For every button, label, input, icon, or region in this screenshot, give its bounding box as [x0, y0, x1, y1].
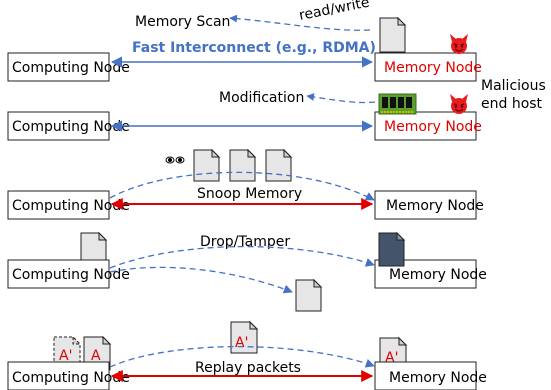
computing-node-box	[7, 259, 110, 289]
memory-node-label: Memory Node	[384, 119, 482, 135]
memory-node-label: Memory Node	[389, 370, 487, 386]
interconnect-title: Fast Interconnect (e.g., RDMA)	[132, 40, 376, 56]
document-icon	[379, 16, 407, 53]
row-modification: Modification Computing Node Memory Node …	[7, 78, 546, 141]
tamper-arrow	[109, 245, 375, 269]
row-memory-scan: Memory Scan read/write Computing Node Me…	[7, 0, 482, 82]
memory-node-box	[374, 52, 477, 82]
computing-node-label: Computing Node	[12, 267, 130, 283]
memory-node-label: Memory Node	[386, 198, 484, 214]
computing-node-label: Computing Node	[12, 198, 130, 214]
computing-node-box	[7, 52, 110, 82]
packet-a-prime-label: A'	[235, 335, 248, 351]
memory-scan-label: Memory Scan	[135, 14, 230, 30]
computing-node-box	[7, 361, 110, 390]
memory-node-label: Memory Node	[389, 267, 487, 283]
document-icon	[80, 231, 108, 266]
document-icon	[265, 148, 293, 182]
snoop-arrow	[109, 171, 375, 201]
memory-node-box	[374, 111, 477, 141]
devil-icon	[449, 93, 469, 115]
dropped-document-icon	[295, 278, 323, 312]
modification-label: Modification	[219, 90, 304, 106]
packet-a-prime-label: A'	[59, 348, 72, 364]
drop-tamper-label: Drop/Tamper	[200, 234, 290, 250]
eyes-icon	[165, 156, 185, 164]
computing-node-label: Computing Node	[12, 370, 130, 386]
packet-a-prime-in-transit: A'	[230, 320, 259, 354]
memory-chip-icon	[378, 93, 417, 115]
devil-icon	[449, 33, 469, 55]
malicious-label: Malicious	[481, 78, 546, 94]
replay-packets-label: Replay packets	[195, 360, 301, 376]
packet-a-label: A	[91, 348, 101, 364]
memory-node-label: Memory Node	[384, 60, 482, 76]
drop-arrow	[109, 266, 293, 294]
memory-node-box	[374, 361, 477, 390]
computing-node-label: Computing Node	[12, 60, 130, 76]
computing-node-box	[7, 111, 110, 141]
end-host-label: end host	[481, 96, 543, 112]
document-icon	[193, 148, 221, 182]
read-write-label: read/write	[298, 0, 371, 24]
snoop-memory-label: Snoop Memory	[197, 186, 302, 202]
modification-arrow	[306, 93, 376, 104]
row-snoop-memory: Computing Node Memory Node Snoop Memory	[7, 148, 484, 220]
computing-node-label: Computing Node	[12, 119, 130, 135]
row-replay-packets: A' A A' A' Computing Node Memory Node Re…	[7, 320, 487, 390]
memory-node-box	[374, 190, 477, 220]
computing-node-box	[7, 190, 110, 220]
tampered-document-icon	[378, 231, 406, 267]
row-drop-tamper: Drop/Tamper Computing Node Memory Node	[7, 231, 487, 312]
read-write-arrow	[229, 14, 371, 31]
document-icon	[229, 148, 257, 182]
